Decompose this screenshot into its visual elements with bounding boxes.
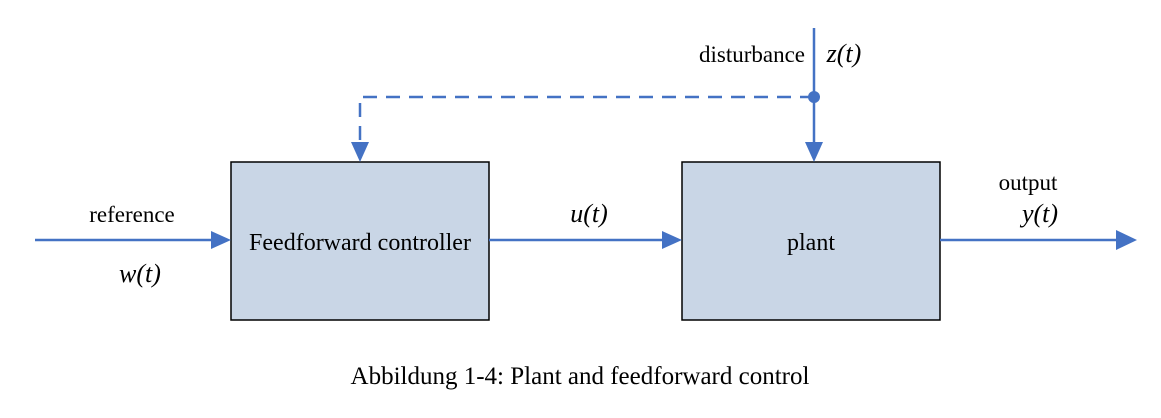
control-signal-arrowhead: [662, 231, 682, 249]
disturbance-measurement-path: [358, 95, 814, 144]
output-arrowhead: [1116, 230, 1137, 250]
reference-symbol: w(t): [119, 259, 161, 288]
feedforward-controller-block: [230, 161, 490, 321]
reference-label: reference: [89, 202, 175, 227]
output-label: output: [999, 170, 1058, 195]
reference-arrowhead: [211, 231, 231, 249]
control-signal-symbol: u(t): [570, 199, 608, 228]
disturbance-arrowhead: [805, 142, 823, 162]
figure-caption: Abbildung 1-4: Plant and feedforward con…: [351, 363, 810, 390]
plant-label: plant: [787, 230, 835, 256]
disturbance-label: disturbance: [699, 42, 805, 67]
output-symbol: y(t): [1019, 199, 1058, 228]
feedforward-controller-label: Feedforward controller: [249, 230, 471, 256]
disturbance-symbol: z(t): [826, 39, 862, 68]
disturbance-measurement-arrowhead: [351, 142, 369, 162]
plant-block: [681, 161, 941, 321]
